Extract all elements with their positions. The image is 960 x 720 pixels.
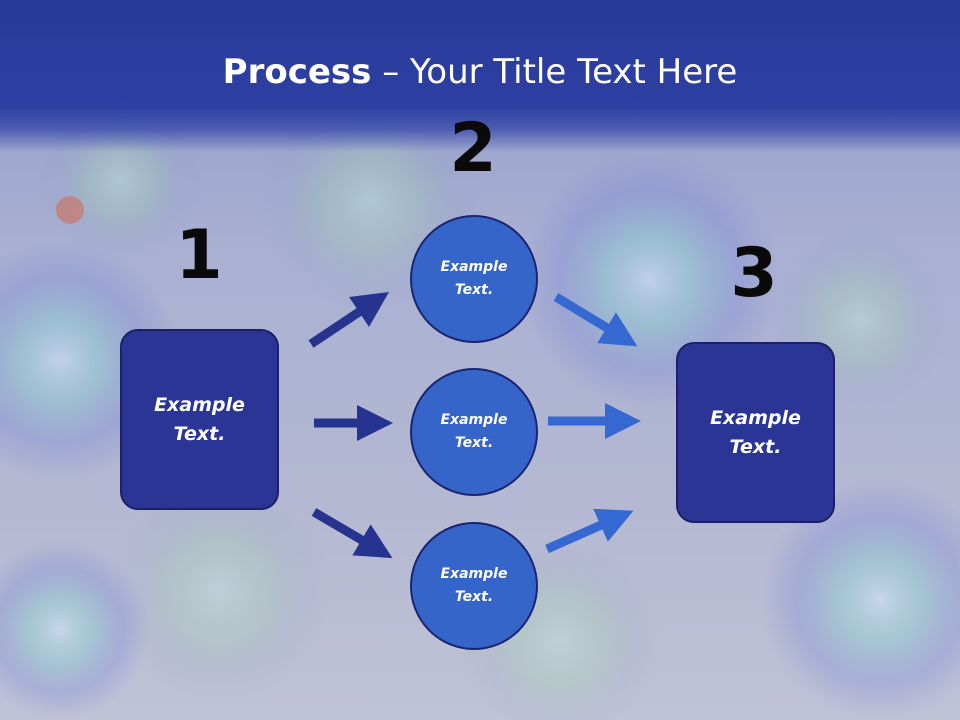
step-number-1: 1 bbox=[175, 216, 223, 295]
left-process-box: Example Text. bbox=[120, 329, 279, 510]
step-number-3: 3 bbox=[730, 234, 778, 313]
slide-title: Process – Your Title Text Here bbox=[0, 52, 960, 92]
title-dash: – bbox=[371, 52, 411, 92]
arrow-icon bbox=[311, 508, 393, 559]
circle-top-text: Example Text. bbox=[440, 259, 508, 298]
arrow-icon bbox=[308, 292, 389, 348]
arrow-icon bbox=[545, 508, 634, 554]
arrow-icon bbox=[553, 293, 638, 347]
right-process-box: Example Text. bbox=[676, 342, 835, 523]
left-box-text: Example Text. bbox=[154, 393, 245, 445]
process-circle-bottom: Example Text. bbox=[410, 522, 538, 650]
title-rest: Your Title Text Here bbox=[410, 52, 738, 92]
process-circle-middle: Example Text. bbox=[410, 368, 538, 496]
title-band bbox=[0, 0, 960, 152]
step-number-2: 2 bbox=[449, 109, 497, 188]
right-box-text: Example Text. bbox=[710, 406, 801, 458]
title-bold-part: Process bbox=[222, 52, 372, 92]
circle-middle-text: Example Text. bbox=[440, 412, 508, 451]
circle-bottom-text: Example Text. bbox=[440, 566, 508, 605]
process-circle-top: Example Text. bbox=[410, 215, 538, 343]
